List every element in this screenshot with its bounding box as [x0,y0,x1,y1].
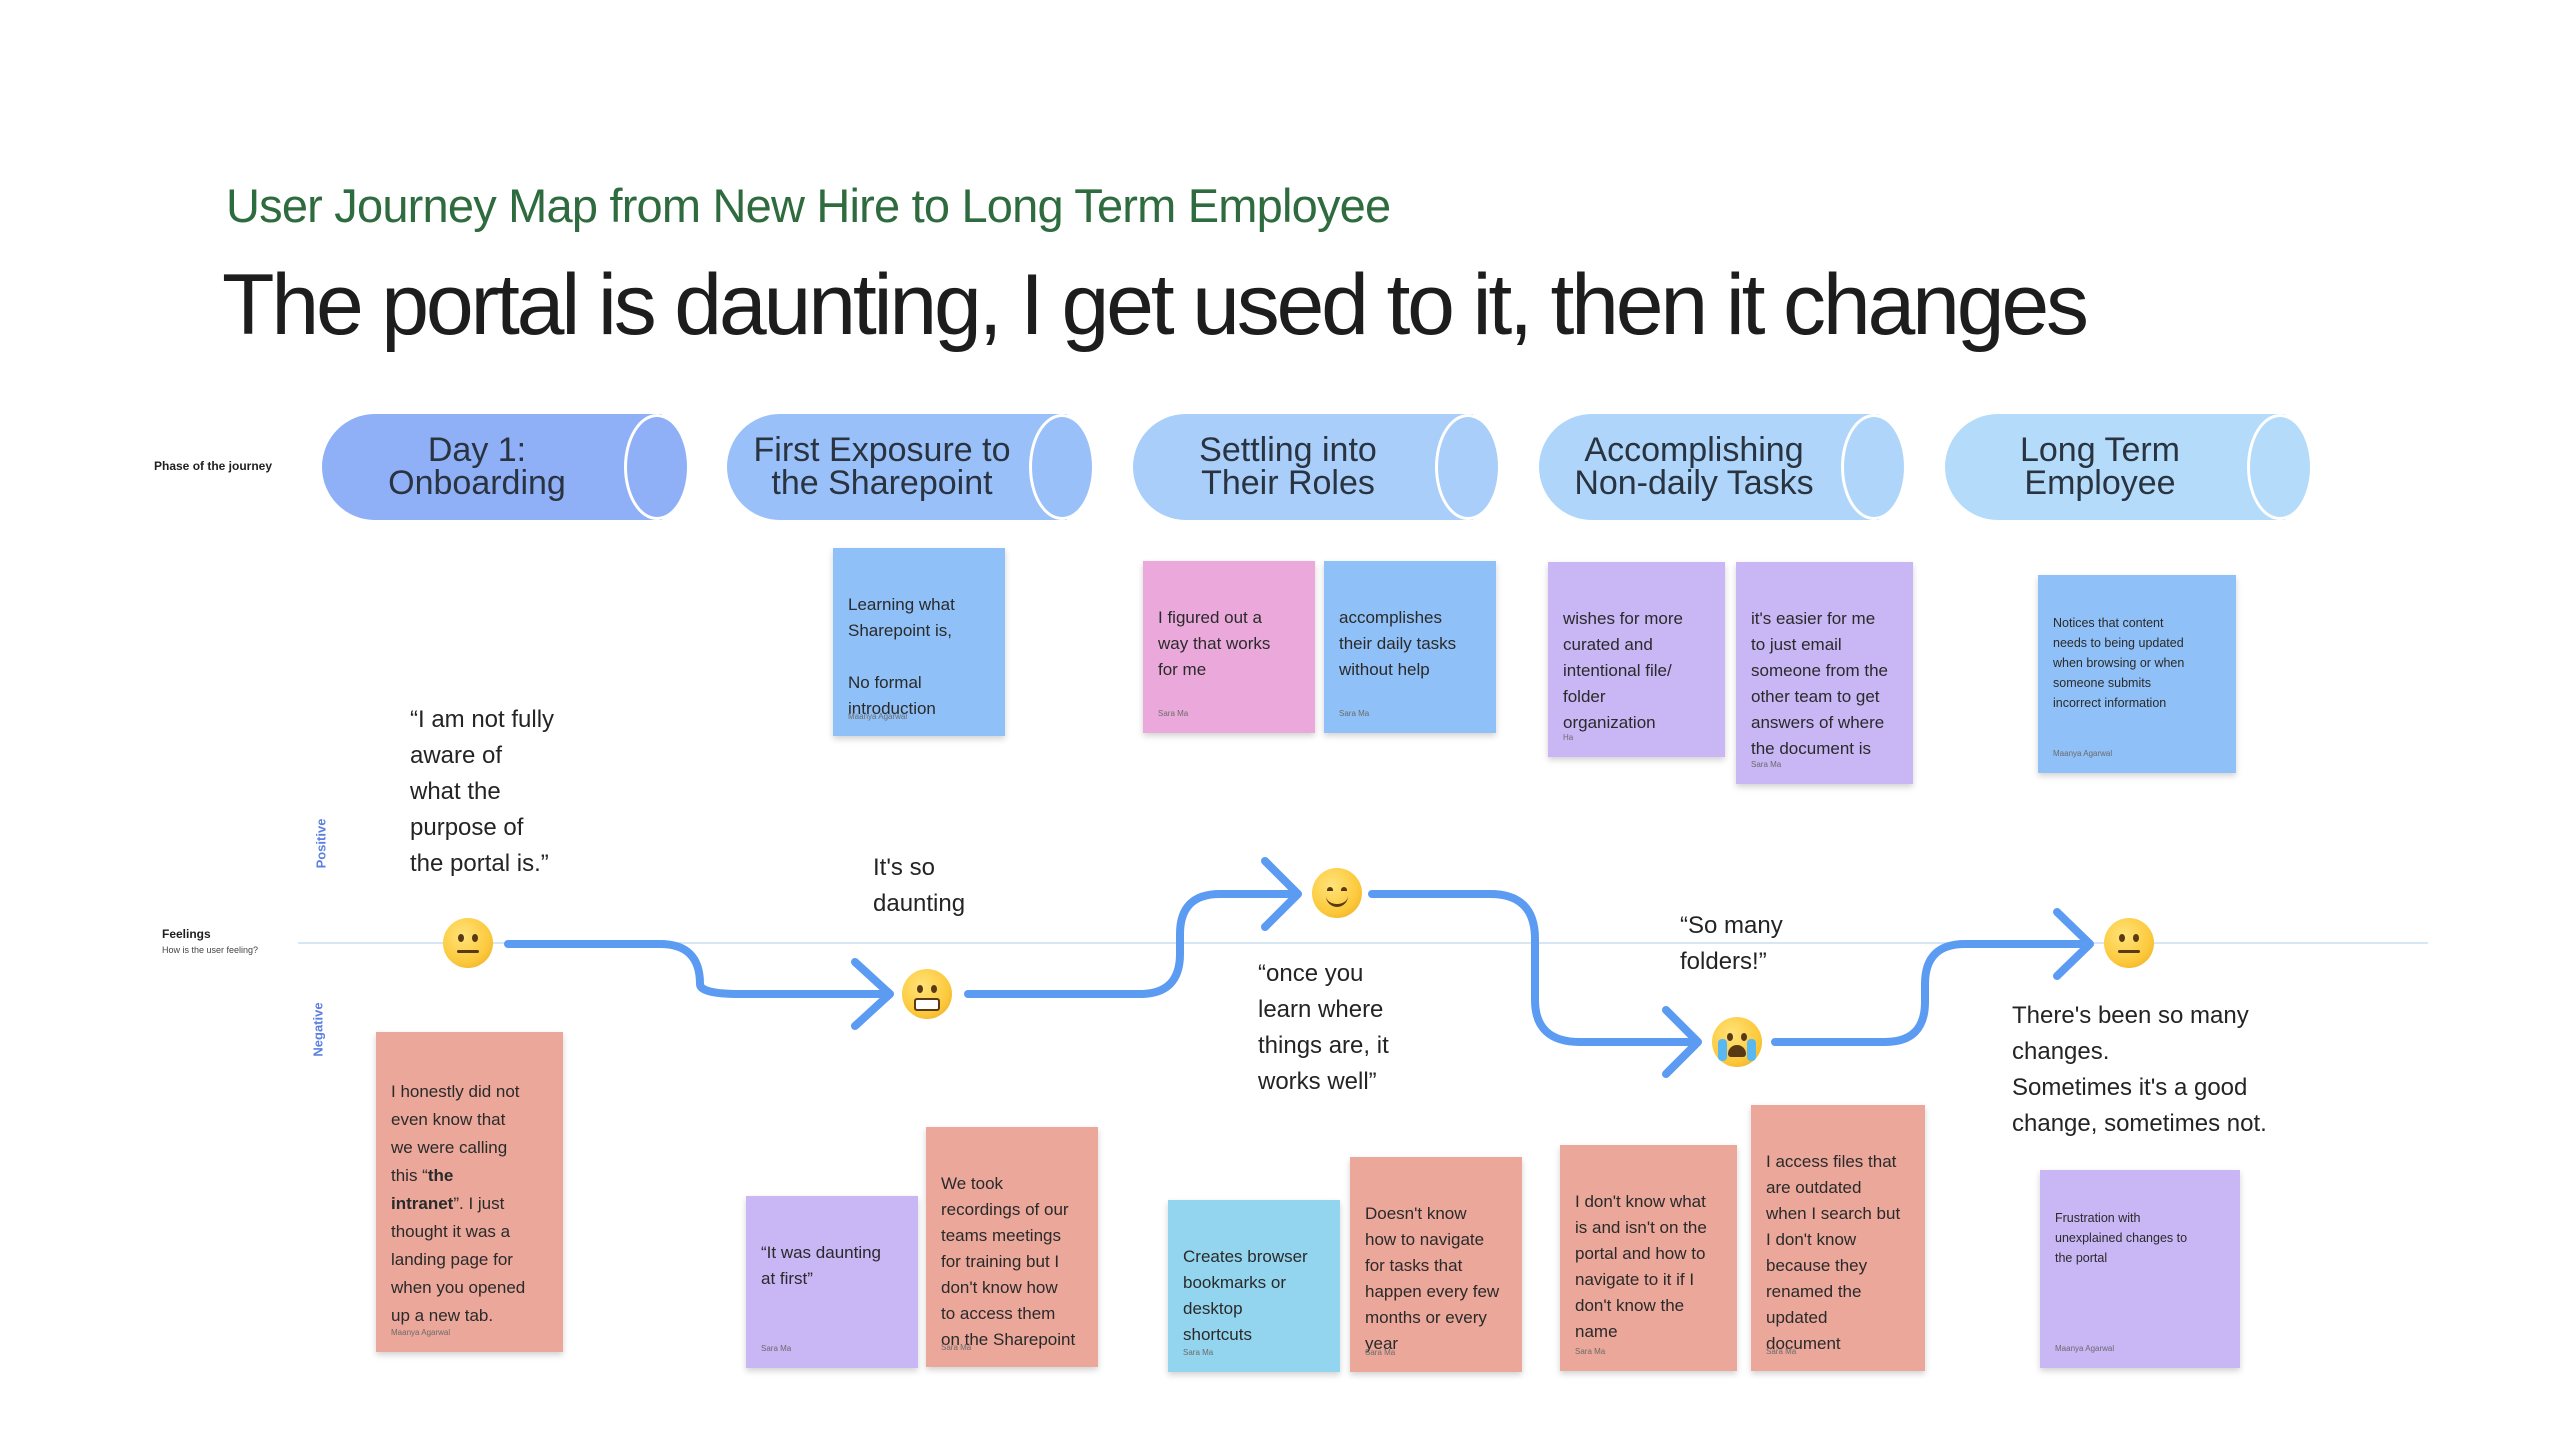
quote-non-daily: “So many folders!” [1680,912,1783,975]
sticky-note-text: it's easier for me to just email someone… [1751,609,1889,758]
sticky-note-author: Ha [1563,733,1574,742]
neutral-face-icon [2104,918,2154,968]
phase-non-daily: Accomplishing Non-daily Tasks [1539,414,1907,520]
quote-long-term: There's been so many changes. Sometimes … [2012,1002,2267,1137]
feelings-sublabel: How is the user feeling? [162,945,259,955]
sticky-note-text: I don't know what is and isn't on the po… [1575,1192,1707,1341]
sticky-note-text: Doesn't know how to navigate for tasks t… [1365,1204,1500,1353]
sticky-note-text: wishes for more curated and intentional … [1563,609,1683,732]
sticky-note-author: Maanya Agarwal [391,1328,451,1337]
sticky-note-text: Notices that content needs to being upda… [2053,616,2185,710]
phase-row-label: Phase of the journey [154,459,273,473]
sticky-note-author: Sara Ma [1339,709,1370,718]
phase-settling: Settling into Their Roles [1133,414,1501,520]
sticky-note-text: We took recordings of our teams meetings… [941,1174,1076,1349]
sticky-note-text-start: I honestly did not even know that we wer… [391,1082,520,1185]
neutral-face-icon [443,918,493,968]
sticky-note: Notices that content needs to being upda… [2038,575,2236,773]
phase-long-term: Long Term Employee [1945,414,2313,520]
feelings-label: Feelings [162,927,211,941]
sticky-note-author: Sara Ma [1183,1348,1214,1357]
sticky-note-author: Sara Ma [941,1343,972,1352]
map-title: The portal is daunting, I get used to it… [222,257,2089,353]
sticky-note-text: “It was daunting at first” [761,1243,882,1288]
sticky-note-text: accomplishes their daily tasks without h… [1339,608,1457,679]
phase-day1: Day 1: Onboarding [322,414,690,520]
phase-label: Accomplishing Non-daily Tasks [1574,431,1814,502]
sticky-note: Doesn't know how to navigate for tasks t… [1350,1157,1522,1372]
map-subtitle: User Journey Map from New Hire to Long T… [226,179,1391,232]
quote-settling: “once you learn where things are, it wor… [1258,960,1389,1095]
sticky-note-author: Maanya Agarwal [2053,749,2113,758]
smiling-face-icon [1312,868,1362,918]
sticky-note-text: Learning what Sharepoint is, No formal i… [848,595,955,718]
sticky-note-author: Sara Ma [1158,709,1189,718]
phase-label: Settling into Their Roles [1199,431,1377,502]
crying-face-icon [1712,1017,1762,1067]
sticky-note-text-end: ”. I just thought it was a landing page … [391,1194,526,1325]
sticky-note-author: Maanya Agarwal [848,712,908,721]
sticky-note-author: Sara Ma [1751,760,1782,769]
sticky-note: wishes for more curated and intentional … [1548,562,1725,757]
sticky-note: accomplishes their daily tasks without h… [1324,561,1496,733]
phase-label: Long Term Employee [2019,431,2181,502]
sticky-note-text: I access files that are outdated when I … [1766,1152,1901,1353]
sticky-note-text: Frustration with unexplained changes to … [2055,1211,2188,1265]
sticky-note: I don't know what is and isn't on the po… [1560,1145,1737,1371]
sticky-note: it's easier for me to just email someone… [1736,562,1913,784]
grimacing-face-icon [902,969,952,1019]
sticky-note-author: Sara Ma [1365,1348,1396,1357]
sticky-note: I access files that are outdated when I … [1751,1105,1925,1371]
sticky-note: Creates browser bookmarks or desktop sho… [1168,1200,1340,1372]
feelings-baseline [298,942,2428,944]
sticky-note-text: I figured out a way that works for me [1158,608,1271,679]
quote-day1: “I am not fully aware of what the purpos… [410,706,555,877]
phase-label: First Exposure to the Sharepoint [753,431,1011,502]
sticky-note: I honestly did not even know that we wer… [376,1032,563,1352]
sticky-note-author: Sara Ma [1575,1347,1606,1356]
sticky-note-author: Sara Ma [761,1344,792,1353]
sticky-note: We took recordings of our teams meetings… [926,1127,1098,1367]
sticky-note-text: Creates browser bookmarks or desktop sho… [1183,1247,1308,1344]
phase-label: Day 1: Onboarding [388,431,566,502]
quote-first-exposure: It's so daunting [873,854,966,917]
sticky-note: “It was daunting at first” Sara Ma [746,1196,918,1368]
sticky-note: Frustration with unexplained changes to … [2040,1170,2240,1368]
phase-first-exposure: First Exposure to the Sharepoint [727,414,1095,520]
sticky-note: I figured out a way that works for me Sa… [1143,561,1315,733]
sticky-note-author: Maanya Agarwal [2055,1344,2115,1353]
sticky-note-author: Sara Ma [1766,1347,1797,1356]
sticky-note-text-bold: the intranet [391,1166,454,1213]
sticky-note: Learning what Sharepoint is, No formal i… [833,548,1005,736]
